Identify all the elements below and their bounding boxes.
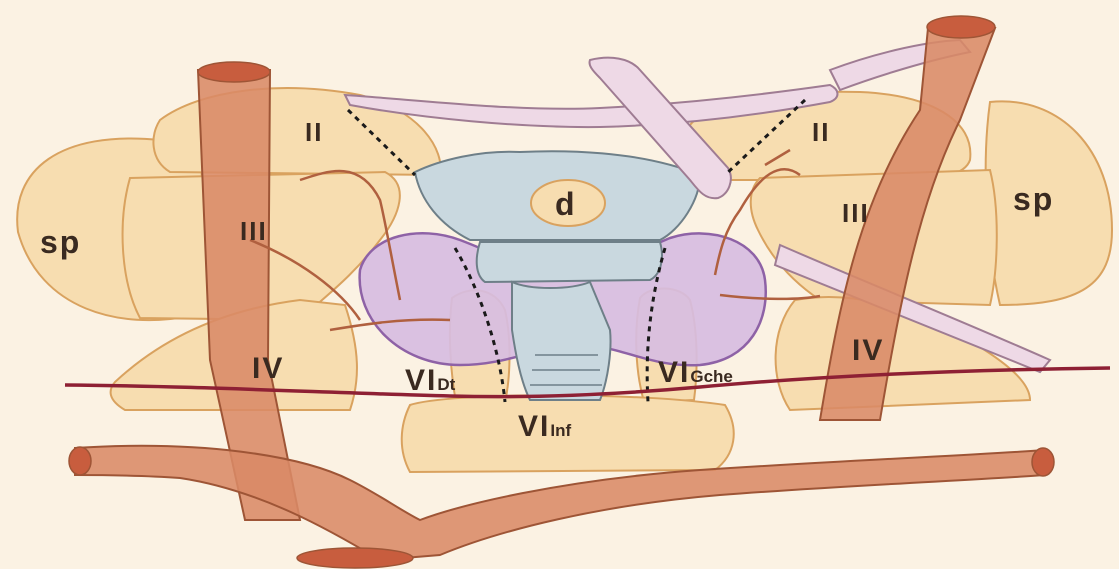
cricoid-cartilage <box>477 242 662 282</box>
label-level-iii-right: III <box>240 216 268 246</box>
vessel-end-side-right <box>69 447 91 475</box>
vessel-end-top-right <box>198 62 270 82</box>
label-delphian-node: d <box>555 186 577 222</box>
vessel-end-side-left <box>1032 448 1054 476</box>
vessel-end-top-left <box>927 16 995 38</box>
label-level-iii-left: III <box>842 198 870 228</box>
label-level-ii-left: II <box>812 117 830 147</box>
label-spinal-left: sp <box>1013 181 1054 217</box>
vessel-end-bottom <box>297 548 413 568</box>
label-level-iv-left: IV <box>852 334 884 367</box>
label-level-iv-right: IV <box>252 352 284 385</box>
trachea <box>512 282 611 400</box>
label-level-ii-right: II <box>305 117 323 147</box>
label-spinal-right: sp <box>40 224 81 260</box>
